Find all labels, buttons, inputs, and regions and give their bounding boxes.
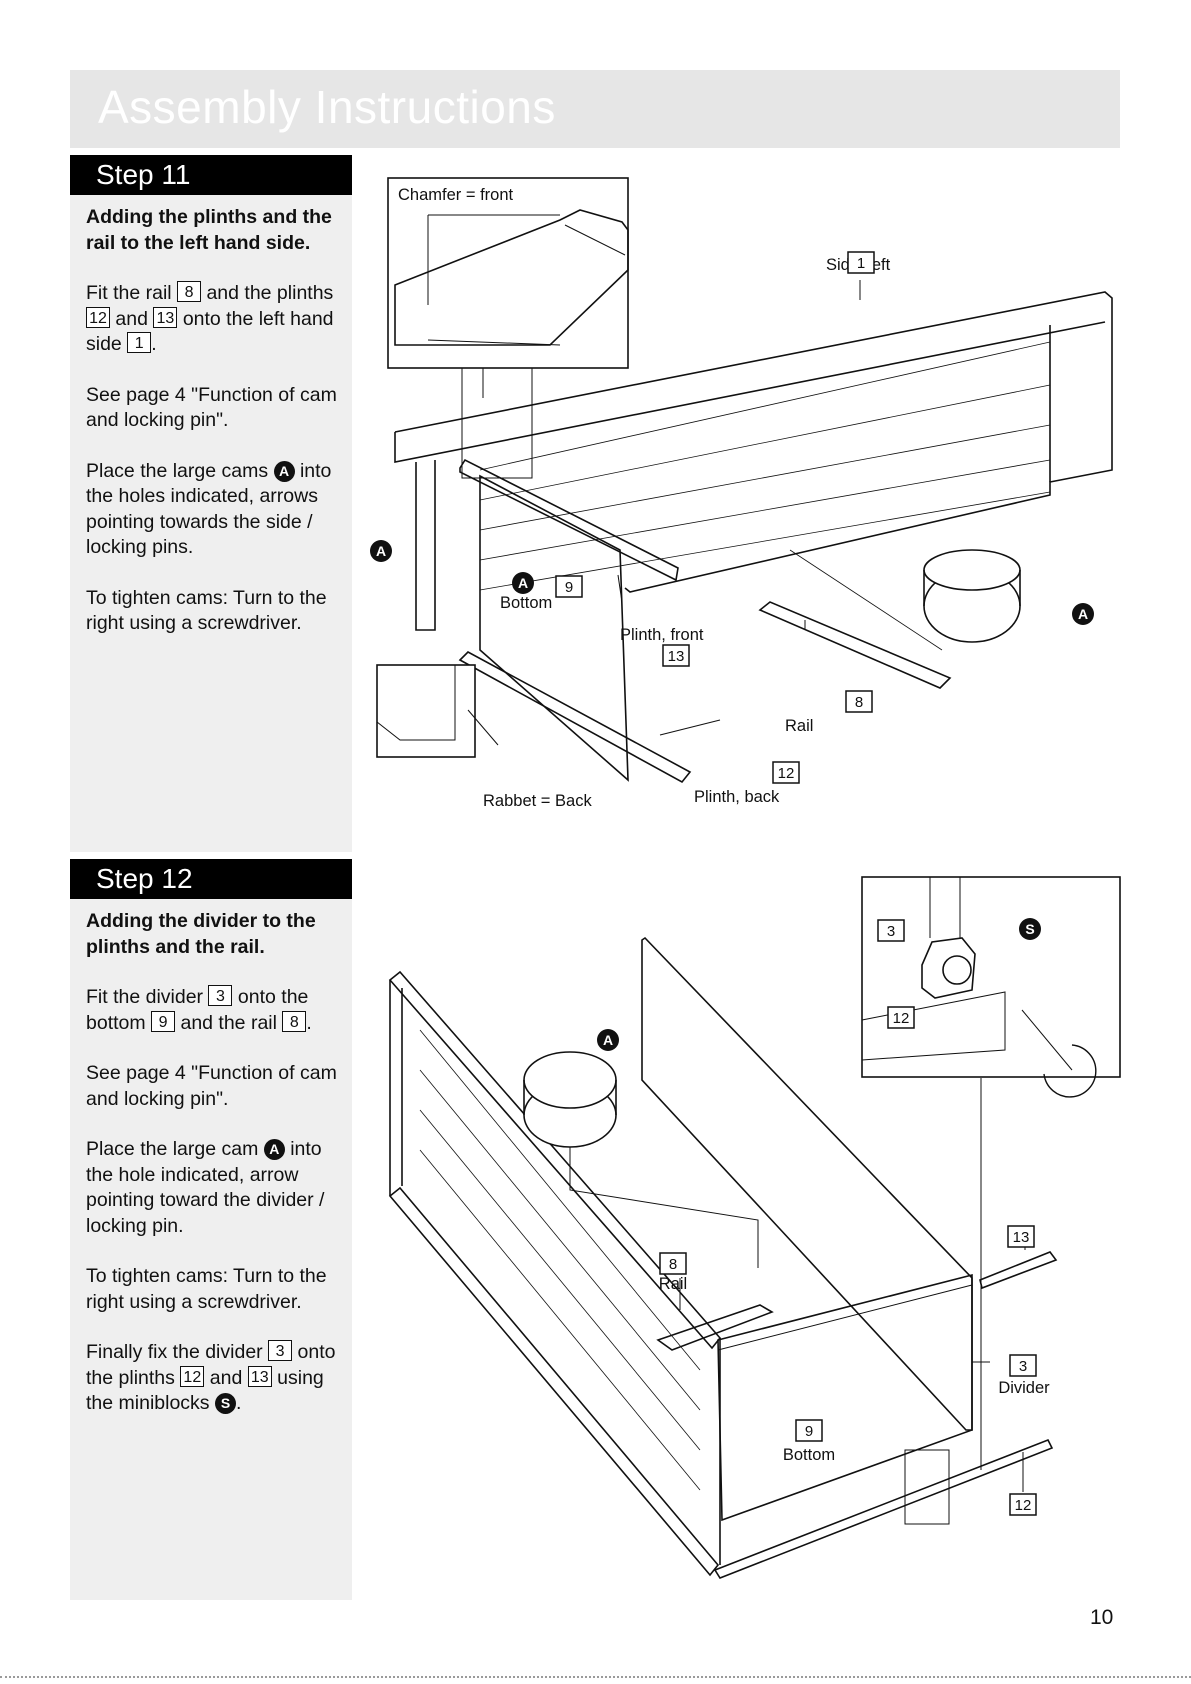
text: and the rail xyxy=(180,1011,277,1034)
part-number-12: 12 xyxy=(893,1010,910,1027)
cam-a-icon: A xyxy=(376,543,386,559)
part-number-1: 1 xyxy=(127,332,152,353)
rail-label: Rail xyxy=(659,1275,687,1293)
rail-label: Rail xyxy=(785,717,813,735)
side-frame-edges xyxy=(389,980,403,1196)
part-number-9: 9 xyxy=(151,1010,176,1032)
step11-diagram: Chamfer = front Side, left Bottom Plinth… xyxy=(370,177,1113,810)
bottom-label: Bottom xyxy=(500,594,552,612)
plinth-back-label: Plinth, back xyxy=(694,788,780,806)
step12-diagram: Rail Divider Bottom 3 12 13 8 3 9 12 A S xyxy=(388,876,1121,1579)
cam-a-icon: A xyxy=(273,460,295,482)
part-number-13: 13 xyxy=(153,306,178,328)
page-edge-divider xyxy=(0,1676,1191,1678)
part-number-9: 9 xyxy=(805,1423,813,1440)
cam-a-icon: A xyxy=(263,1139,285,1160)
step12-paragraph-see-page: See page 4 "Function of cam and locking … xyxy=(86,1062,337,1110)
chamfer-detail xyxy=(394,209,629,346)
miniblock-location-frame xyxy=(904,1449,950,1525)
step11-paragraph-fit: Fit the rail 8 and the plinths 12 and 13… xyxy=(86,281,348,358)
plinth-front-shape xyxy=(459,458,679,582)
part-number-12: 12 xyxy=(1015,1497,1032,1514)
cam-a-icon: A xyxy=(1078,606,1088,622)
step12-paragraph-miniblocks: Finally fix the divider 3 onto the plint… xyxy=(86,1340,348,1417)
cam-a-icon: A xyxy=(603,1032,613,1048)
bottom-panel xyxy=(717,1273,973,1522)
part-number-8: 8 xyxy=(177,281,202,302)
part-number-9: 9 xyxy=(565,579,573,596)
step12-heading: Adding the divider to the plinths and th… xyxy=(86,910,316,958)
part-number-13: 13 xyxy=(247,1365,272,1387)
part-number-12: 12 xyxy=(86,306,110,328)
text: and the plinths xyxy=(206,282,334,304)
rail-shape xyxy=(758,601,952,689)
cam-location-frame xyxy=(461,367,533,479)
page-header: Assembly Instructions xyxy=(70,70,1120,148)
step11-instructions: Adding the plinths and the rail to the l… xyxy=(86,205,348,662)
part-number-12: 12 xyxy=(180,1365,205,1387)
text: Place the large cams xyxy=(86,459,269,482)
part-number-8: 8 xyxy=(282,1010,307,1032)
bottom-panel xyxy=(479,474,629,782)
side-frame-bottom xyxy=(388,1186,720,1577)
part-number-3: 3 xyxy=(1019,1358,1027,1375)
bottom-label: Bottom xyxy=(783,1446,835,1464)
step12-title: Step 12 xyxy=(70,859,352,899)
plinth-front-label: Plinth, front xyxy=(620,626,704,644)
text: onto the bottom xyxy=(86,986,309,1034)
text: Finally fix the divider xyxy=(86,1341,263,1363)
step12-paragraph-tighten: To tighten cams: Turn to the right using… xyxy=(86,1265,327,1313)
part-number-8: 8 xyxy=(669,1256,677,1273)
text: and xyxy=(209,1366,243,1389)
step12-paragraph-cam: Place the large cam A into the hole indi… xyxy=(86,1137,348,1239)
step11-paragraph-cams: Place the large cams A into the holes in… xyxy=(86,459,348,561)
step12-paragraph-fit: Fit the divider 3 onto the bottom 9 and … xyxy=(86,985,348,1036)
plinth-12-shape xyxy=(713,1438,1054,1579)
step11-title: Step 11 xyxy=(70,155,352,195)
rabbet-label: Rabbet = Back xyxy=(483,792,592,810)
rabbet-inset xyxy=(376,664,476,758)
miniblock-s-icon: S xyxy=(214,1393,236,1414)
part-number-1: 1 xyxy=(857,255,865,272)
side-left-panel xyxy=(394,291,1113,593)
part-number-13: 13 xyxy=(668,648,685,665)
part-number-3: 3 xyxy=(208,985,233,1006)
text: . xyxy=(235,1392,242,1414)
step11-heading: Adding the plinths and the rail to the l… xyxy=(86,206,332,254)
side-left-edges xyxy=(394,321,1106,482)
page-title: Assembly Instructions xyxy=(98,81,556,133)
part-number-8: 8 xyxy=(855,694,863,711)
part-number-3: 3 xyxy=(887,923,895,940)
part-number-3: 3 xyxy=(268,1340,293,1361)
miniblock-inset xyxy=(861,876,1121,1078)
text: onto the plinths xyxy=(86,1341,336,1389)
plinth-13-shape xyxy=(979,1251,1058,1290)
text: using the miniblocks xyxy=(86,1366,324,1415)
chamfer-label: Chamfer = front xyxy=(398,186,514,204)
text: . xyxy=(151,333,157,355)
text: and xyxy=(115,307,148,330)
text: onto the left hand side xyxy=(86,307,334,356)
text: Fit the divider xyxy=(86,986,204,1008)
text: Fit the rail xyxy=(86,282,172,304)
miniblock-detail xyxy=(921,937,976,999)
step11-paragraph-tighten: To tighten cams: Turn to the right using… xyxy=(86,586,327,635)
side-left-leg xyxy=(415,460,436,631)
divider-label: Divider xyxy=(998,1379,1050,1397)
step11-text-panel xyxy=(70,194,352,852)
text: Place the large cam xyxy=(86,1138,259,1160)
rail-shape xyxy=(656,1304,774,1351)
plinth-back-shape xyxy=(458,651,692,784)
text: into the hole indicated, arrow pointing … xyxy=(86,1138,325,1237)
part-number-13: 13 xyxy=(1013,1229,1030,1246)
step11-paragraph-see-page: See page 4 "Function of cam and locking … xyxy=(86,383,337,432)
part-number-12: 12 xyxy=(778,765,795,782)
text: into the holes indicated, arrows pointin… xyxy=(86,459,332,559)
miniblock-s-icon: S xyxy=(1025,921,1034,937)
cam-a-icon: A xyxy=(518,575,528,591)
text: . xyxy=(306,1011,312,1034)
page-number: 10 xyxy=(1090,1606,1114,1629)
step12-instructions: Adding the divider to the plinths and th… xyxy=(86,909,348,1442)
